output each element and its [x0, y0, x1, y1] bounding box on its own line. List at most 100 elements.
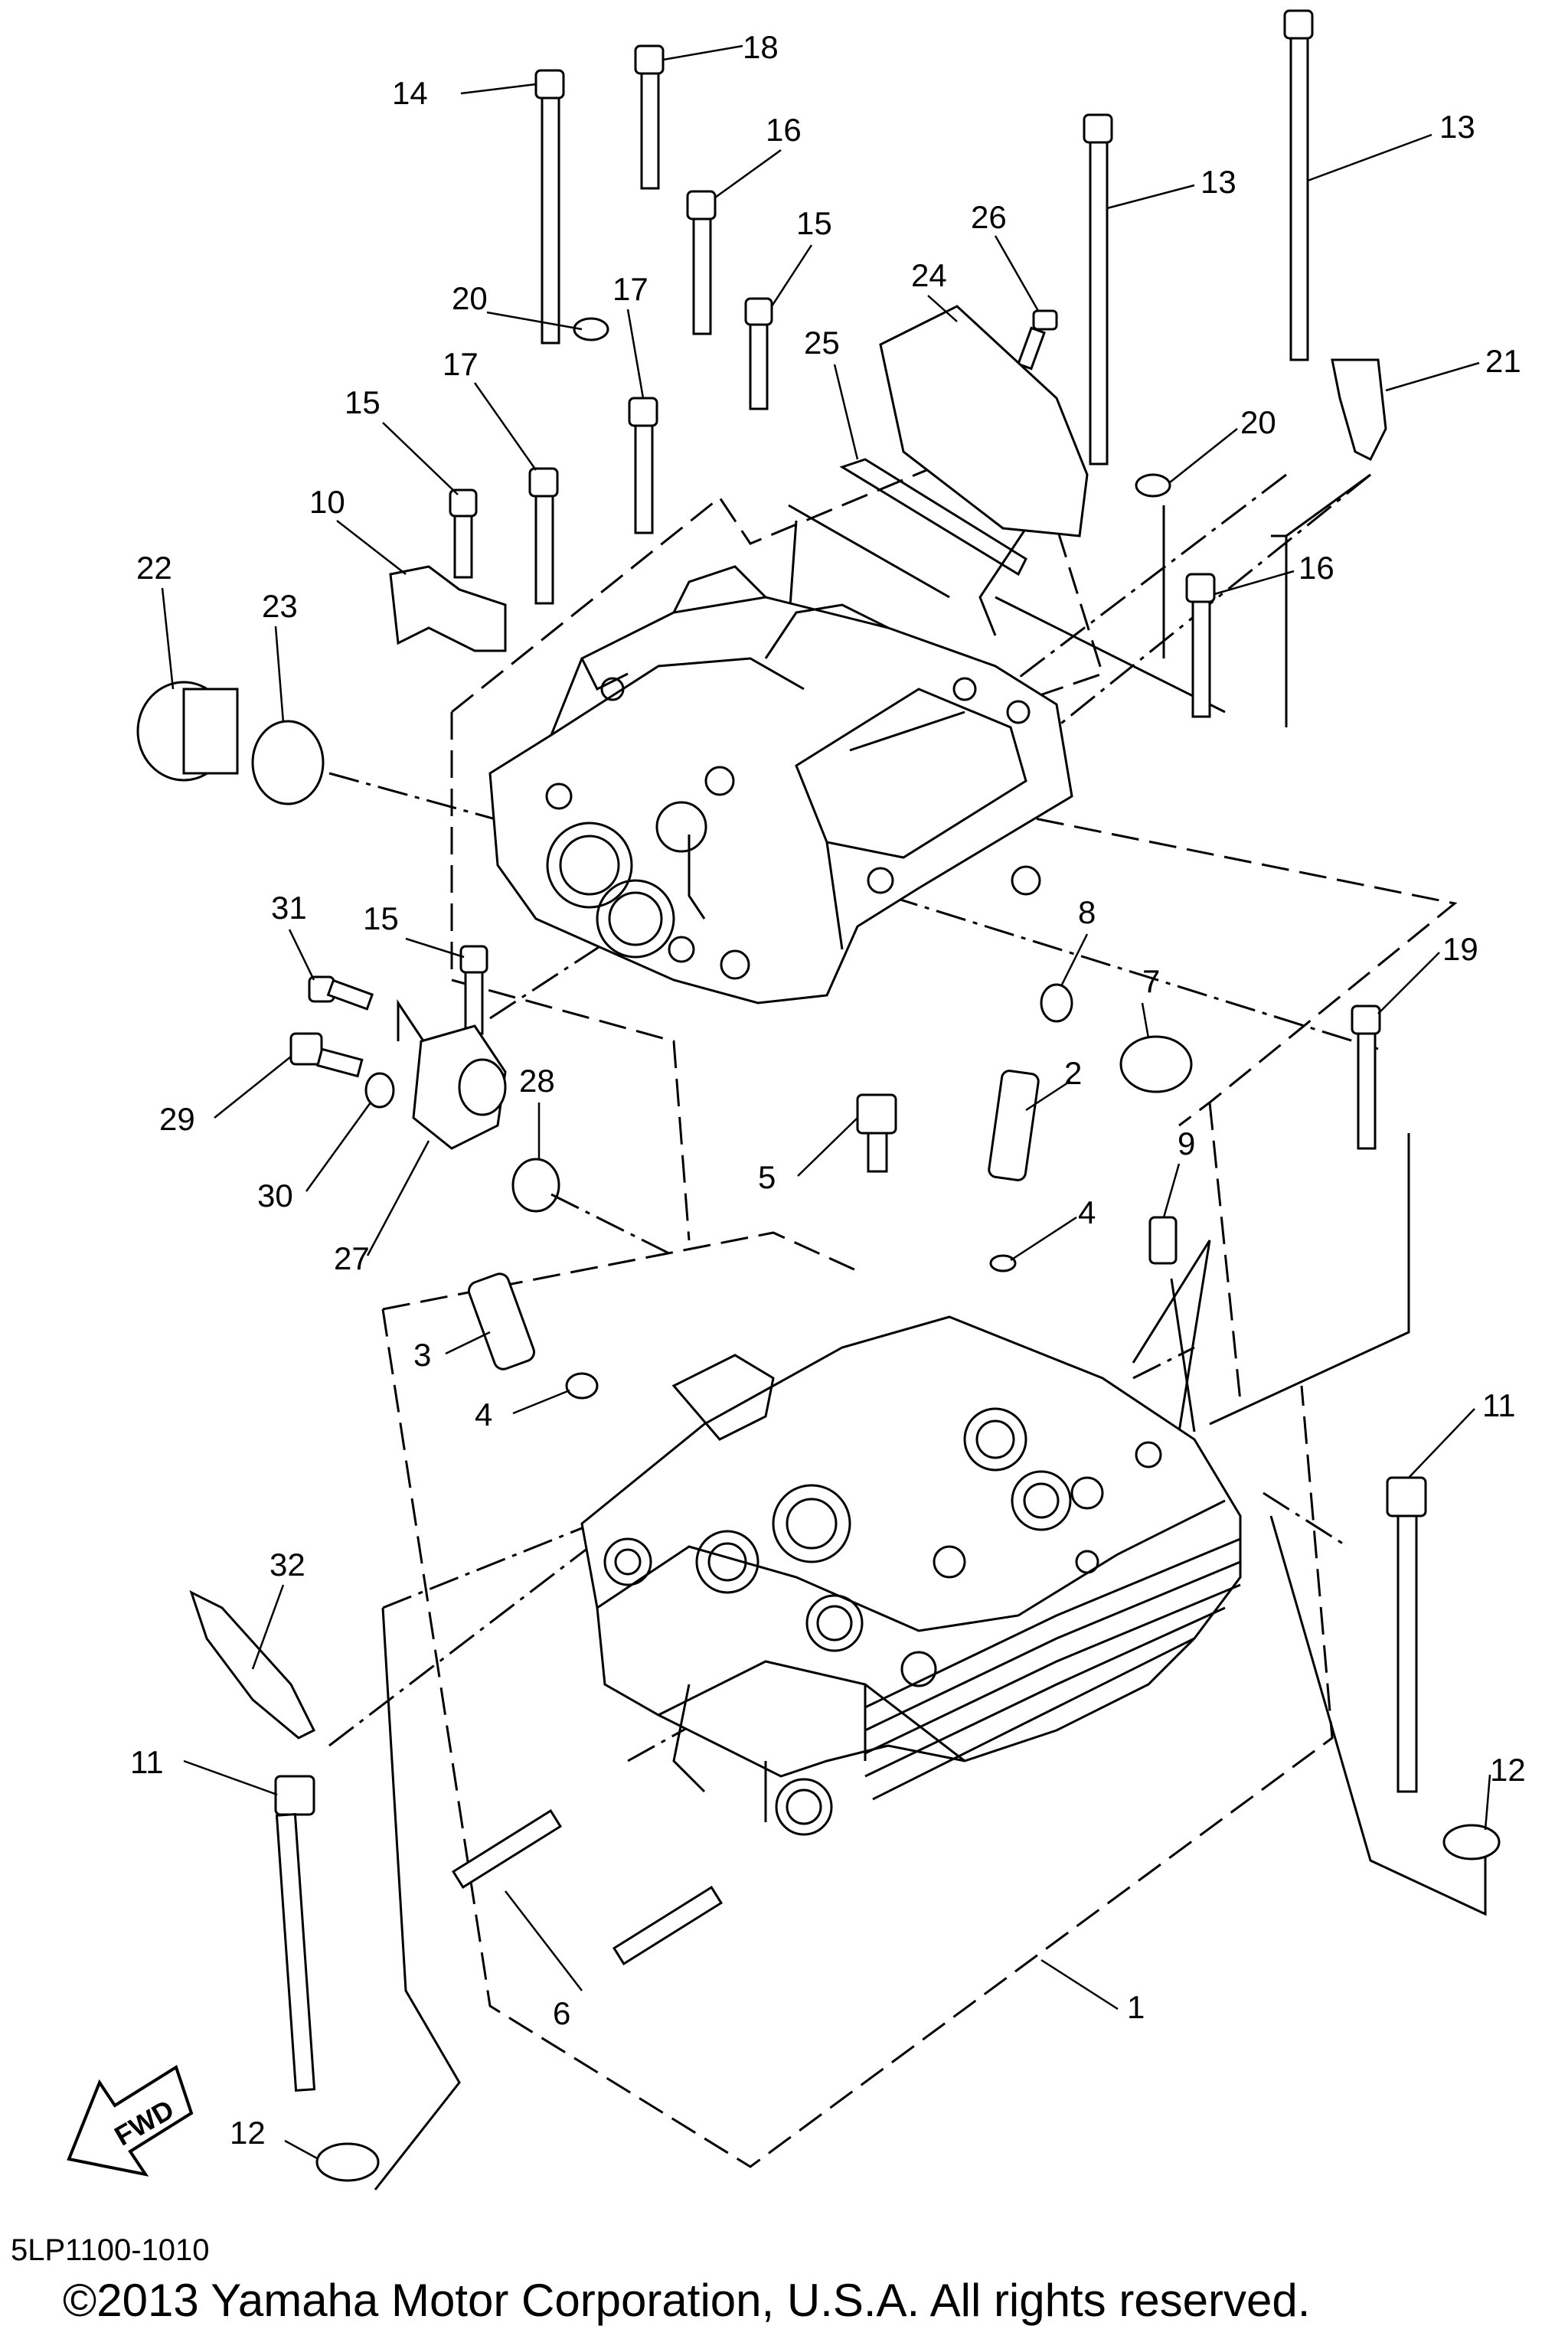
callout-leader-c2 [1025, 1080, 1071, 1112]
callout-label-c25: 25 [804, 325, 840, 361]
stud-6-lower [612, 1886, 724, 1965]
washer-30 [364, 1072, 395, 1109]
washer-12-left [315, 2142, 380, 2182]
bolt-29-shaft [316, 1047, 364, 1078]
cover-plate-24 [879, 305, 1089, 537]
callout-label-c13b: 13 [1439, 109, 1475, 145]
plug-7 [1119, 1035, 1193, 1093]
callout-label-c17b: 17 [443, 346, 479, 382]
callout-leader-c24 [927, 295, 958, 322]
washer-12-right [1442, 1824, 1501, 1860]
guide-2 [988, 1070, 1040, 1181]
callout-leader-c22 [161, 587, 175, 690]
bolt-19-shaft [1357, 1032, 1377, 1150]
callout-label-c20b: 20 [1240, 404, 1276, 440]
callout-leader-c23 [274, 626, 285, 724]
callout-label-c21: 21 [1485, 343, 1521, 379]
bolt-5-shaft [867, 1132, 888, 1173]
bolt-16-upper-shaft [692, 217, 712, 335]
callout-label-c19: 19 [1442, 931, 1478, 967]
callout-leader-c16b [1214, 570, 1295, 596]
callout-leader-c7 [1141, 1002, 1150, 1039]
callout-label-c4a: 4 [1078, 1194, 1096, 1230]
callout-label-c16a: 16 [766, 112, 802, 148]
bolt-16-lower [1185, 573, 1216, 603]
callout-label-c12b: 12 [230, 2115, 266, 2151]
callout-label-c15b: 15 [345, 384, 381, 420]
callout-leader-c1 [1040, 1958, 1119, 2011]
callout-label-c15c: 15 [363, 900, 399, 936]
callout-leader-c17a [626, 309, 645, 399]
guide-3 [467, 1272, 536, 1370]
washer-20-left [573, 317, 609, 341]
callout-leader-c18 [662, 44, 743, 61]
callout-label-c31: 31 [271, 890, 307, 926]
callout-label-c11a: 11 [1482, 1387, 1516, 1423]
callout-leader-c10 [336, 520, 407, 575]
callout-leader-c14 [460, 83, 537, 95]
cylinder-head [580, 1315, 1242, 1836]
callout-leader-c32 [251, 1584, 285, 1670]
screw-26-shaft [1017, 326, 1046, 371]
bracket-10 [389, 565, 507, 652]
bolt-13-left [1083, 113, 1113, 144]
bolt-17-outer [528, 467, 559, 498]
callout-leader-c19 [1377, 952, 1440, 1014]
callout-leader-c21 [1385, 361, 1480, 392]
callout-label-c2: 2 [1064, 1055, 1082, 1091]
bolt-11-left-shaft [275, 1813, 316, 2092]
callout-leader-c20a [486, 311, 583, 331]
washer-20-right [1135, 473, 1171, 498]
callout-label-c12a: 12 [1490, 1752, 1526, 1788]
callout-label-c30: 30 [257, 1178, 293, 1214]
gasket-25 [839, 458, 1027, 577]
callout-leader-c20b [1169, 428, 1238, 483]
callout-label-c23: 23 [262, 588, 298, 624]
callout-leader-c11b [183, 1759, 278, 1796]
bolt-17-inner [628, 397, 658, 427]
bolt-18-shaft [640, 72, 660, 190]
callout-leader-c27 [366, 1140, 430, 1256]
bolt-11-right [1386, 1476, 1427, 1517]
callout-label-c13a: 13 [1200, 164, 1236, 200]
o-ring-23 [251, 720, 325, 805]
bolt-17-outer-shaft [534, 495, 554, 605]
callout-label-c14: 14 [392, 75, 428, 111]
spark-plug-32 [189, 1590, 316, 1740]
callout-leader-c6 [505, 1890, 583, 1991]
bolt-14-shaft [541, 96, 560, 345]
clip-4-right [989, 1254, 1017, 1272]
bolt-13-right-shaft [1289, 37, 1309, 361]
callout-label-c16b: 16 [1298, 550, 1334, 586]
callout-label-c7: 7 [1142, 963, 1160, 999]
plug-cap-22-body [182, 688, 239, 775]
callout-leader-c12a [1484, 1774, 1491, 1831]
callout-label-c29: 29 [159, 1101, 195, 1137]
stud-6-upper [451, 1809, 563, 1889]
callout-leader-c13b [1307, 133, 1432, 182]
bolt-15-upper [744, 297, 773, 326]
callout-label-c4b: 4 [475, 1397, 492, 1432]
callout-label-c10: 10 [309, 484, 345, 520]
callout-leader-c15a [770, 244, 813, 307]
callout-label-c17a: 17 [612, 271, 648, 307]
bolt-15-middle [449, 488, 478, 518]
callout-label-c27: 27 [334, 1240, 370, 1276]
bolt-19 [1351, 1005, 1381, 1035]
callout-label-c18: 18 [743, 29, 779, 65]
bolt-5 [856, 1093, 897, 1135]
bolt-13-right [1283, 9, 1314, 40]
callout-leader-c12b [284, 2139, 319, 2161]
bolt-17-inner-shaft [634, 424, 654, 534]
callout-leader-c13a [1106, 184, 1195, 210]
o-ring-8 [1040, 983, 1073, 1023]
callout-label-c8: 8 [1078, 894, 1096, 930]
callout-label-c15a: 15 [796, 205, 832, 241]
callout-label-c1: 1 [1127, 1989, 1145, 2025]
callout-label-c22: 22 [136, 550, 172, 586]
bolt-15-lower [459, 945, 488, 974]
bolt-31-shaft [326, 978, 374, 1011]
bolt-29 [289, 1032, 323, 1066]
callout-label-c11b: 11 [130, 1744, 164, 1780]
